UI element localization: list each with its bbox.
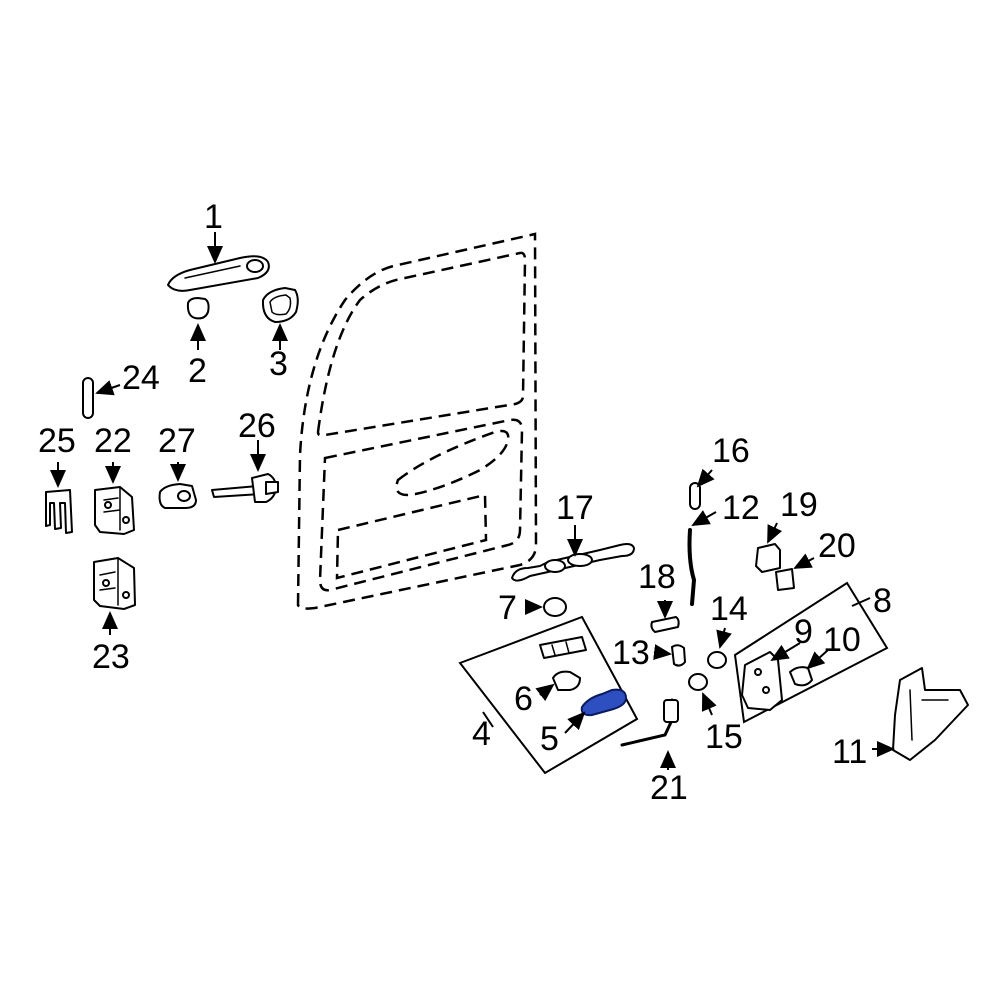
part-8-latch-panel xyxy=(733,581,889,724)
callout-16: 16 xyxy=(712,432,750,470)
part-12-lock-rod xyxy=(687,528,697,606)
part-3-handle-bezel xyxy=(261,287,299,323)
leader-lines xyxy=(50,232,895,770)
part-23-door-hinge xyxy=(93,557,136,610)
callout-25: 25 xyxy=(38,422,76,460)
callout-labels: 1 2 3 4 5 6 7 8 9 10 11 12 13 14 15 16 1… xyxy=(38,198,892,807)
leader-5 xyxy=(564,711,586,734)
callout-22: 22 xyxy=(94,422,132,460)
leader-4 xyxy=(482,711,494,728)
callout-11: 11 xyxy=(832,733,867,771)
part-15-grommet xyxy=(688,673,708,691)
part-13-clip xyxy=(671,644,686,667)
callout-10: 10 xyxy=(823,621,861,659)
callout-8: 8 xyxy=(873,582,892,620)
callout-21: 21 xyxy=(650,769,688,807)
leader-19 xyxy=(767,522,783,544)
part-26-door-check xyxy=(211,473,279,503)
callout-3: 3 xyxy=(269,345,288,383)
callout-27: 27 xyxy=(158,422,196,460)
part-7-plug xyxy=(543,597,567,617)
callout-15: 15 xyxy=(705,718,743,756)
callout-5: 5 xyxy=(540,720,559,758)
door-outline xyxy=(296,232,538,610)
callout-13: 13 xyxy=(612,634,650,672)
leader-16 xyxy=(696,468,715,488)
callout-19: 19 xyxy=(780,486,818,524)
part-18-clip xyxy=(650,616,680,633)
leader-9 xyxy=(770,642,801,662)
part-16-knob xyxy=(689,482,701,510)
leader-10 xyxy=(806,649,829,670)
callout-9: 9 xyxy=(794,613,813,651)
callout-6: 6 xyxy=(514,680,533,718)
callout-7: 7 xyxy=(498,589,517,627)
part-1-outside-handle xyxy=(167,255,270,292)
part-24-seal-strip xyxy=(82,377,94,419)
leader-8 xyxy=(851,597,871,607)
part-11-striker-bracket xyxy=(892,667,969,761)
part-17-lock-rod xyxy=(511,543,635,582)
part-25-spring-clip xyxy=(45,489,73,534)
leader-15 xyxy=(701,692,717,716)
callout-26: 26 xyxy=(238,407,276,445)
callout-2: 2 xyxy=(188,352,207,390)
callout-18: 18 xyxy=(638,558,676,596)
callout-4: 4 xyxy=(472,715,491,753)
leader-14 xyxy=(716,627,732,649)
leader-6 xyxy=(535,683,555,702)
part-14-grommet xyxy=(707,651,727,669)
callout-1: 1 xyxy=(204,198,223,236)
part-22-door-hinge xyxy=(94,486,135,535)
leader-20 xyxy=(793,553,815,569)
callout-17: 17 xyxy=(556,489,594,527)
leader-13 xyxy=(653,644,672,660)
leader-12 xyxy=(691,510,717,526)
part-2-escutcheon xyxy=(186,297,210,320)
callout-20: 20 xyxy=(818,527,856,565)
callout-12: 12 xyxy=(722,489,760,527)
callout-23: 23 xyxy=(92,638,130,676)
part-27-check-bracket xyxy=(158,483,197,509)
leader-24 xyxy=(95,380,121,396)
callout-14: 14 xyxy=(710,590,748,628)
callout-24: 24 xyxy=(122,359,160,397)
part-21-actuator-rod xyxy=(620,698,679,747)
part-19-connector xyxy=(755,543,781,573)
part-20-connector xyxy=(775,568,795,591)
